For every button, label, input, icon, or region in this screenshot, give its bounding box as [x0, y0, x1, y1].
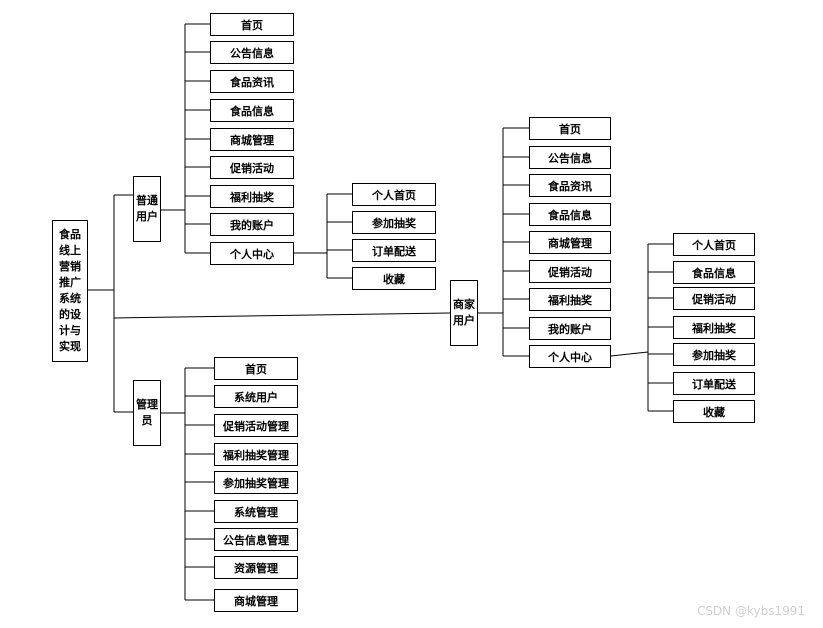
branch-admin: 管理员	[133, 380, 161, 446]
branch-merchant: 商家用户	[450, 280, 478, 346]
admin-item: 参加抽奖管理	[214, 471, 298, 494]
merchant-item: 食品资讯	[529, 174, 611, 197]
admin-item: 首页	[214, 357, 298, 380]
merchant-sub-item: 促销活动	[673, 287, 755, 310]
merchant-item: 个人中心	[529, 345, 611, 368]
user-item: 我的账户	[210, 213, 294, 236]
watermark: CSDN @kybs1991	[696, 604, 805, 618]
admin-item: 公告信息管理	[214, 528, 298, 551]
user-item: 公告信息	[210, 41, 294, 64]
merchant-sub-item: 订单配送	[673, 372, 755, 395]
admin-item: 系统用户	[214, 385, 298, 408]
user-sub-item: 收藏	[352, 267, 436, 290]
user-item: 食品信息	[210, 99, 294, 122]
merchant-item: 首页	[529, 117, 611, 140]
merchant-item: 促销活动	[529, 260, 611, 283]
merchant-sub-item: 福利抽奖	[673, 316, 755, 339]
branch-user-label: 普通用户	[136, 194, 158, 223]
root-label: 食品线上营销推广系统的设计与实现	[59, 228, 81, 353]
user-item: 个人中心	[210, 242, 294, 265]
merchant-sub-item: 个人首页	[673, 233, 755, 256]
merchant-item: 福利抽奖	[529, 288, 611, 311]
branch-user: 普通用户	[133, 176, 161, 242]
admin-item: 促销活动管理	[214, 414, 298, 437]
merchant-item: 公告信息	[529, 146, 611, 169]
merchant-sub-item: 收藏	[673, 400, 755, 423]
user-item: 促销活动	[210, 156, 294, 179]
root-node: 食品线上营销推广系统的设计与实现	[52, 220, 88, 362]
merchant-sub-item: 食品信息	[673, 261, 755, 284]
user-sub-item: 参加抽奖	[352, 211, 436, 234]
user-item: 首页	[210, 13, 294, 36]
merchant-item: 商城管理	[529, 231, 611, 254]
merchant-sub-item: 参加抽奖	[673, 343, 755, 366]
merchant-item: 食品信息	[529, 203, 611, 226]
user-item: 商城管理	[210, 128, 294, 151]
merchant-item: 我的账户	[529, 317, 611, 340]
admin-item: 福利抽奖管理	[214, 443, 298, 466]
admin-item: 商城管理	[214, 589, 298, 612]
user-sub-item: 订单配送	[352, 239, 436, 262]
branch-admin-label: 管理员	[136, 398, 158, 427]
user-item: 食品资讯	[210, 70, 294, 93]
user-sub-item: 个人首页	[352, 183, 436, 206]
branch-merchant-label: 商家用户	[453, 298, 475, 327]
admin-item: 系统管理	[214, 500, 298, 523]
user-item: 福利抽奖	[210, 185, 294, 208]
admin-item: 资源管理	[214, 556, 298, 579]
